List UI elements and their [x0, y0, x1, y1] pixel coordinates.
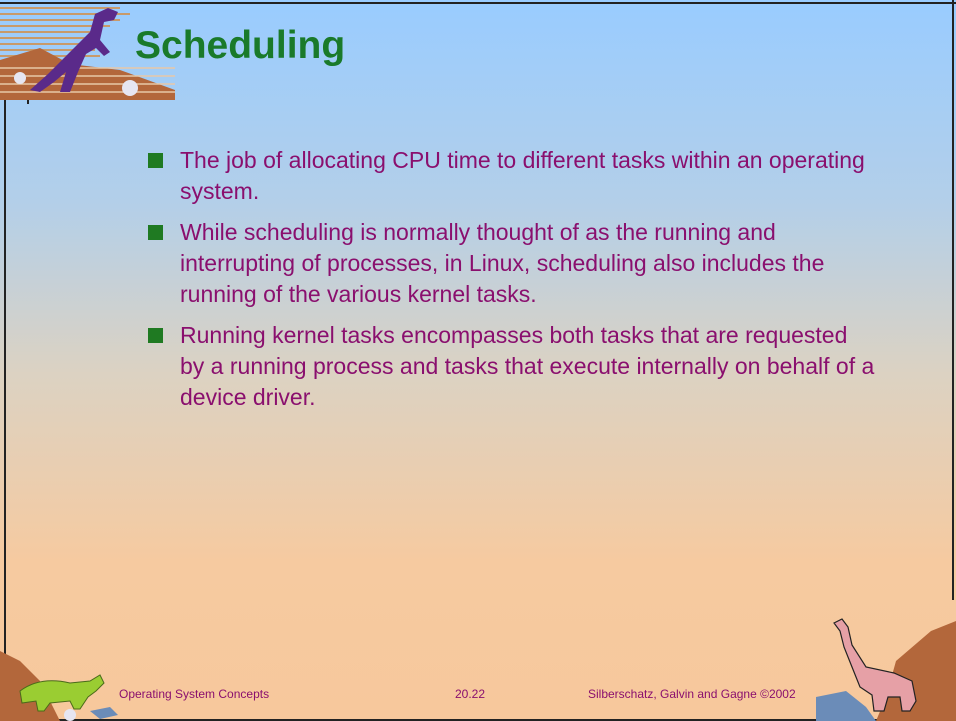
footer-course-title: Operating System Concepts [119, 687, 270, 701]
list-item: Running kernel tasks encompasses both ta… [148, 320, 878, 413]
triceratops-icon [0, 651, 118, 721]
bullet-text: Running kernel tasks encompasses both ta… [180, 322, 875, 410]
dinosaur-logo-icon [0, 7, 175, 104]
bullet-square-icon [148, 225, 163, 240]
bullet-text: The job of allocating CPU time to differ… [180, 147, 865, 204]
bullet-square-icon [148, 153, 163, 168]
list-item: While scheduling is normally thought of … [148, 217, 878, 310]
bullet-square-icon [148, 328, 163, 343]
bullet-list: The job of allocating CPU time to differ… [148, 145, 878, 423]
frame-bottom [0, 719, 956, 721]
list-item: The job of allocating CPU time to differ… [148, 145, 878, 207]
frame-top [0, 2, 956, 4]
frame-left [4, 100, 6, 660]
page-title: Scheduling [135, 24, 346, 67]
bullet-text: While scheduling is normally thought of … [180, 219, 825, 307]
brontosaurus-icon [816, 618, 956, 721]
footer-page-number: 20.22 [455, 687, 486, 701]
footer-authors: Silberschatz, Galvin and Gagne ©2002 [588, 687, 796, 701]
frame-right [952, 0, 954, 600]
